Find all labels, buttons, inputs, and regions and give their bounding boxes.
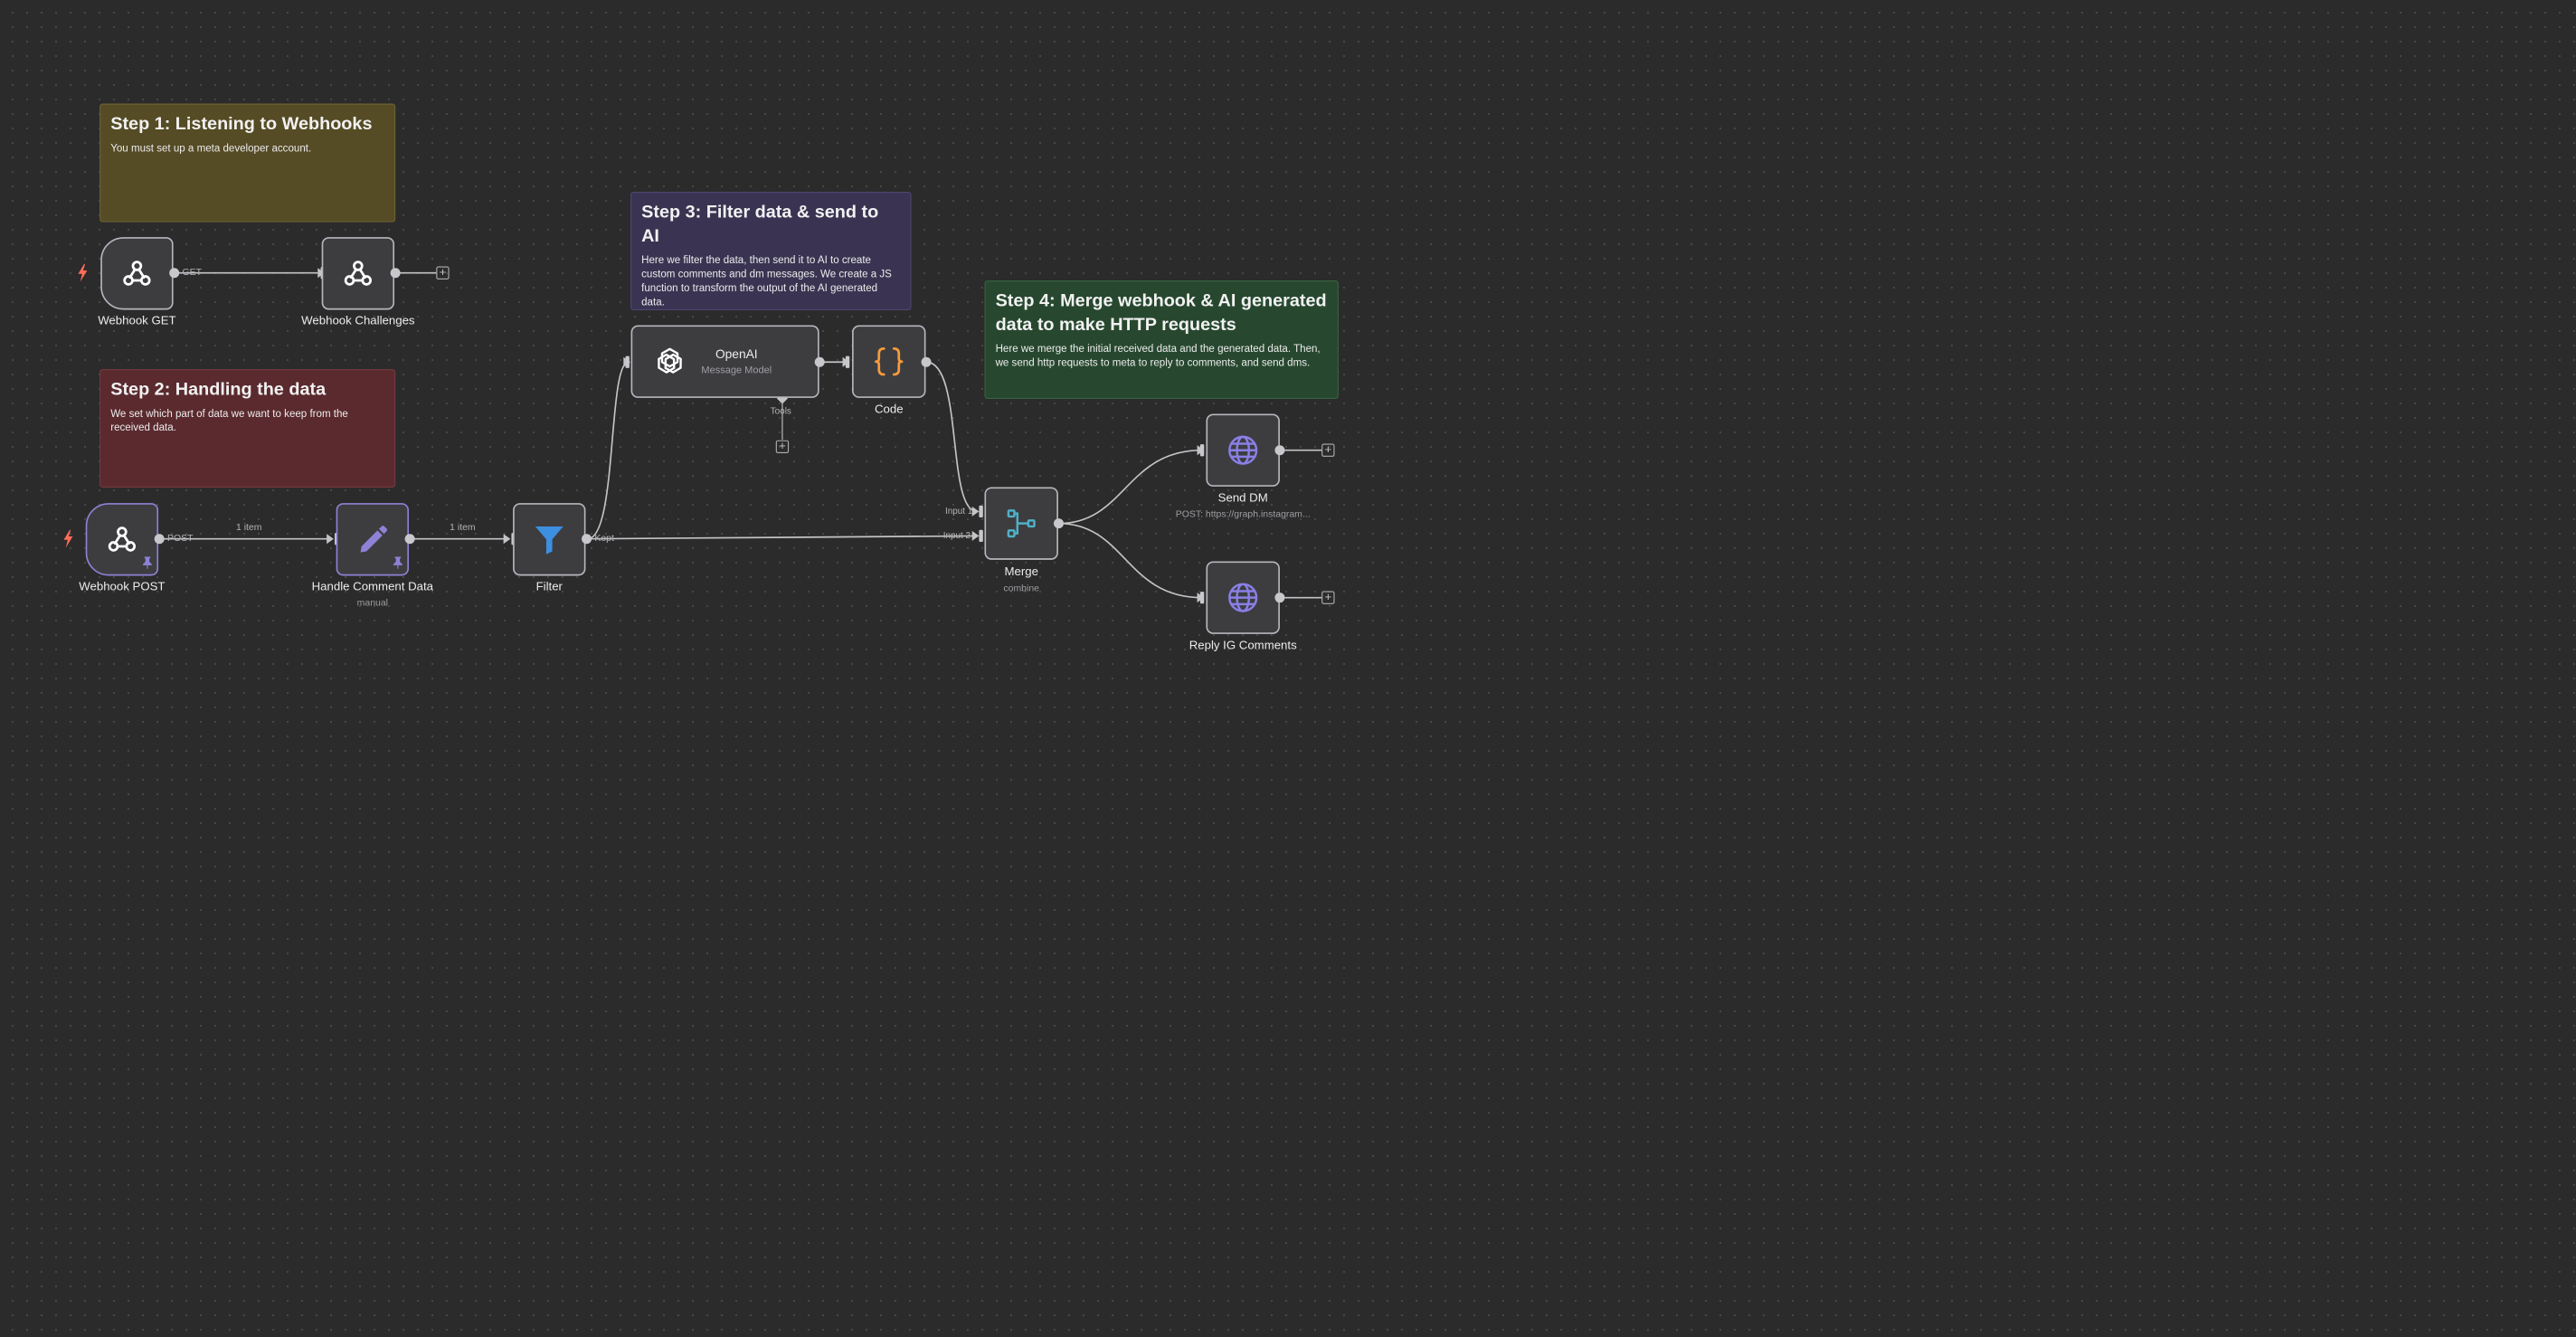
- input-handle[interactable]: [845, 356, 850, 368]
- node-webhook-post[interactable]: [85, 503, 159, 576]
- add-node-plus-icon[interactable]: +: [1321, 443, 1335, 457]
- node-label: Merge: [1004, 564, 1038, 579]
- pencil-icon: [360, 526, 388, 553]
- node-filter[interactable]: [513, 503, 586, 576]
- output-handle[interactable]: [1274, 445, 1285, 456]
- sticky-title: Step 4: Merge webhook & AI generated dat…: [995, 289, 1327, 335]
- sticky-title: Step 2: Handling the data: [110, 378, 327, 399]
- edge-filter-to-openai: [587, 361, 630, 540]
- node-label: Webhook GET: [98, 313, 176, 327]
- openai-icon: [658, 347, 682, 374]
- globe-icon: [1228, 583, 1258, 612]
- add-tool-plus-icon[interactable]: +: [775, 440, 790, 454]
- edge-merge-to-senddm: [1058, 449, 1203, 525]
- sticky-title: Step 3: Filter data & send to AI: [641, 201, 879, 246]
- add-node-plus-icon[interactable]: +: [1321, 591, 1335, 604]
- port-label-input2: Input 2: [942, 530, 971, 541]
- node-title: OpenAI: [715, 346, 758, 362]
- sticky-body: You must set up a meta developer account…: [110, 142, 312, 155]
- node-label: Reply IG Comments: [1189, 638, 1297, 652]
- edge-label-post: POST: [166, 533, 194, 544]
- filter-icon: [535, 526, 564, 555]
- sticky-note-step3[interactable]: Step 3: Filter data & send to AI Here we…: [630, 191, 912, 310]
- webhook-icon: [123, 261, 151, 286]
- node-label: Webhook Challenges: [301, 313, 415, 327]
- trigger-bolt-icon: [78, 263, 88, 282]
- output-handle[interactable]: [814, 356, 825, 367]
- output-handle[interactable]: [154, 534, 165, 545]
- output-handle[interactable]: [390, 268, 401, 279]
- output-handle[interactable]: [921, 356, 932, 367]
- node-subtitle: Message Model: [701, 365, 772, 376]
- input-handle-1[interactable]: [979, 505, 983, 518]
- tools-port-label: Tools: [770, 405, 791, 416]
- node-webhook-get[interactable]: [100, 237, 174, 310]
- output-handle[interactable]: [582, 534, 592, 545]
- trigger-bolt-icon: [63, 529, 73, 548]
- edge-filter-to-merge-input2: [587, 535, 978, 540]
- node-subtitle: manual: [356, 597, 388, 609]
- edge-merge-to-reply: [1058, 522, 1203, 599]
- sticky-body: Here we filter the data, then send it to…: [641, 254, 892, 308]
- node-reply-ig-comments[interactable]: [1206, 561, 1280, 634]
- node-label: Webhook POST: [79, 579, 166, 593]
- edge-label-get: GET: [182, 267, 203, 278]
- output-handle[interactable]: [404, 534, 415, 545]
- pin-icon: [393, 556, 402, 569]
- node-label: Code: [874, 402, 904, 416]
- add-node-plus-icon[interactable]: +: [436, 266, 450, 280]
- node-subtitle: combine: [1003, 583, 1039, 594]
- output-handle[interactable]: [1274, 593, 1285, 603]
- code-braces-icon: [875, 347, 904, 376]
- port-label-input1: Input 1: [944, 506, 973, 517]
- arrowhead: [971, 506, 980, 517]
- sticky-body: We set which part of data we want to kee…: [110, 407, 348, 433]
- sticky-note-step4[interactable]: Step 4: Merge webhook & AI generated dat…: [984, 280, 1339, 399]
- merge-icon: [1007, 509, 1036, 538]
- arrowhead: [327, 534, 334, 545]
- node-label: Filter: [535, 579, 563, 593]
- node-send-dm[interactable]: [1206, 413, 1280, 487]
- sticky-note-step1[interactable]: Step 1: Listening to Webhooks You must s…: [99, 103, 396, 223]
- edge-item-count: 1 item: [235, 521, 262, 533]
- node-merge[interactable]: [984, 487, 1058, 560]
- sticky-body: Here we merge the initial received data …: [995, 343, 1321, 369]
- node-label: Handle Comment Data: [311, 579, 434, 593]
- node-label: Send DM: [1217, 490, 1268, 505]
- output-handle[interactable]: [1053, 518, 1064, 529]
- globe-icon: [1228, 435, 1258, 465]
- input-handle[interactable]: [1199, 444, 1205, 457]
- output-handle[interactable]: [169, 268, 180, 279]
- node-openai[interactable]: OpenAI Message Model: [630, 325, 819, 398]
- pin-icon: [143, 556, 152, 569]
- input-handle[interactable]: [625, 356, 630, 368]
- webhook-icon: [108, 526, 137, 552]
- input-handle-2[interactable]: [979, 529, 983, 543]
- arrowhead: [503, 534, 511, 545]
- webhook-icon: [344, 261, 372, 286]
- edge-item-count: 1 item: [450, 521, 476, 533]
- edge-code-to-merge-input1: [925, 361, 978, 513]
- sticky-title: Step 1: Listening to Webhooks: [110, 112, 373, 134]
- sticky-note-step2[interactable]: Step 2: Handling the data We set which p…: [99, 368, 396, 488]
- arrowhead: [971, 530, 980, 541]
- edge-label-kept: Kept: [594, 533, 614, 544]
- workflow-canvas[interactable]: Step 1: Listening to Webhooks You must s…: [0, 0, 1418, 736]
- node-code[interactable]: [852, 325, 926, 398]
- node-webhook-challenges[interactable]: [321, 237, 395, 310]
- input-handle[interactable]: [1199, 592, 1205, 604]
- node-subtitle: POST: https://graph.instagram...: [1175, 508, 1311, 520]
- node-handle-comment-data[interactable]: [336, 503, 410, 576]
